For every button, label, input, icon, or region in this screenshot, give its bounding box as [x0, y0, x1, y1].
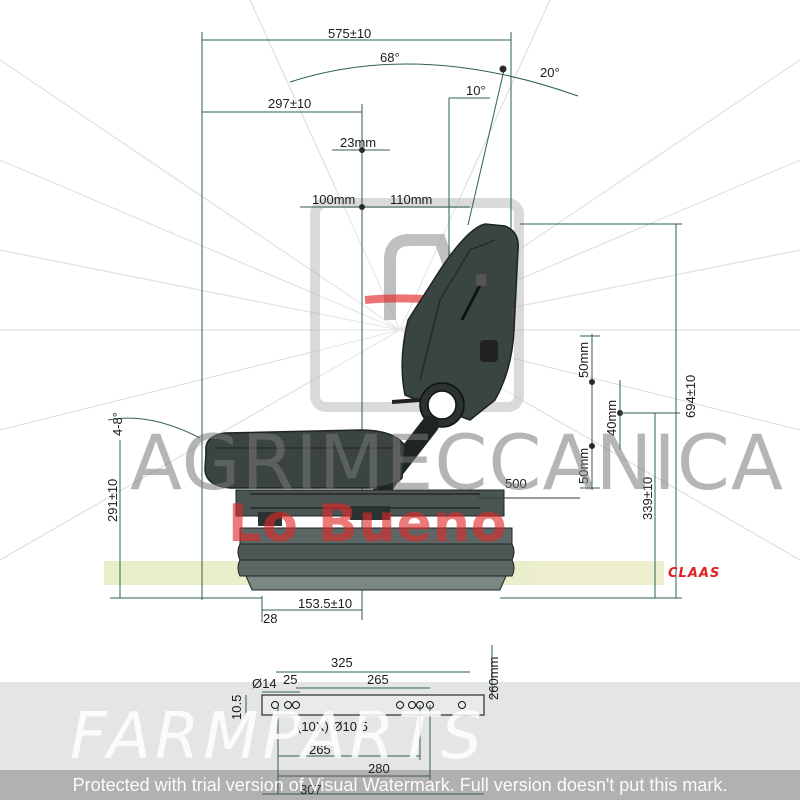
label-base-depth: 260mm: [486, 657, 501, 700]
label-height-total: 694±10: [683, 375, 698, 418]
watermark-brand: AGRIMECCANICA: [130, 418, 784, 507]
label-hole-offset: 25: [283, 672, 297, 687]
dim-height-total: 694±10: [520, 223, 698, 598]
base-dims: 325 Ø14 25 265 260mm 10.5 (10X) Ø10.5 26…: [229, 645, 501, 797]
label-hole-dia: Ø14: [252, 676, 277, 691]
label-seat-adj-rear: 110mm: [390, 192, 432, 207]
label-center-offset: 153.5±10: [298, 596, 352, 611]
label-seat-adj-front: 100mm: [312, 192, 355, 207]
label-seat-height: 291±10: [105, 479, 120, 522]
label-armrest-down: 50mm: [576, 448, 591, 484]
dim-overall-width: 575±10: [201, 26, 512, 600]
label-rear-angle: 20°: [540, 65, 560, 80]
label-base-length: 325: [331, 655, 353, 670]
dim-seat-height: 291±10: [105, 440, 262, 599]
seat-cushion: [204, 429, 406, 489]
base-plate: [261, 694, 485, 716]
seat-suspension-bellows: [237, 527, 515, 591]
label-armrest-up: 50mm: [576, 342, 591, 378]
label-span-265: 265: [309, 742, 331, 757]
dim-seat-adjust: 100mm 110mm: [300, 192, 470, 210]
label-base-height: 339±10: [640, 477, 655, 520]
dim-armrest: 50mm 40mm 50mm: [576, 334, 623, 490]
label-lumbar: 23mm: [340, 135, 376, 150]
dim-center-offset: 153.5±10 28: [261, 596, 362, 626]
label-cushion-tilt: 4-8°: [110, 412, 125, 436]
label-span-280: 280: [368, 761, 390, 776]
label-backrest-angle: 68°: [380, 50, 400, 65]
label-rail-travel: 500: [505, 476, 527, 491]
seat-backrest: [401, 223, 519, 421]
dim-cushion-tilt: 4-8°: [107, 412, 201, 439]
label-armrest-mid: 40mm: [604, 400, 619, 436]
label-holes-spec: (10X) Ø10.5: [297, 719, 368, 734]
label-overall-width: 575±10: [328, 26, 371, 41]
seat-slide-mechanism: [235, 489, 580, 526]
watermark-claas: CLAAS: [668, 566, 721, 581]
label-base-thickness: 10.5: [229, 695, 244, 720]
label-front-offset: 28: [263, 611, 277, 626]
dim-lumbar: 23mm: [332, 135, 390, 153]
label-hole-span: 265: [367, 672, 389, 687]
label-forward-angle: 10°: [466, 83, 486, 98]
trial-watermark-notice: Protected with trial version of Visual W…: [0, 770, 800, 800]
label-span-307: 307: [300, 782, 322, 797]
dim-base-height: 339±10: [500, 413, 682, 599]
label-fore-aft: 297±10: [268, 96, 311, 111]
watermark-subbrand: Lo Bueno: [228, 494, 508, 554]
watermark-farmparts: FARMPARTS: [70, 700, 486, 774]
